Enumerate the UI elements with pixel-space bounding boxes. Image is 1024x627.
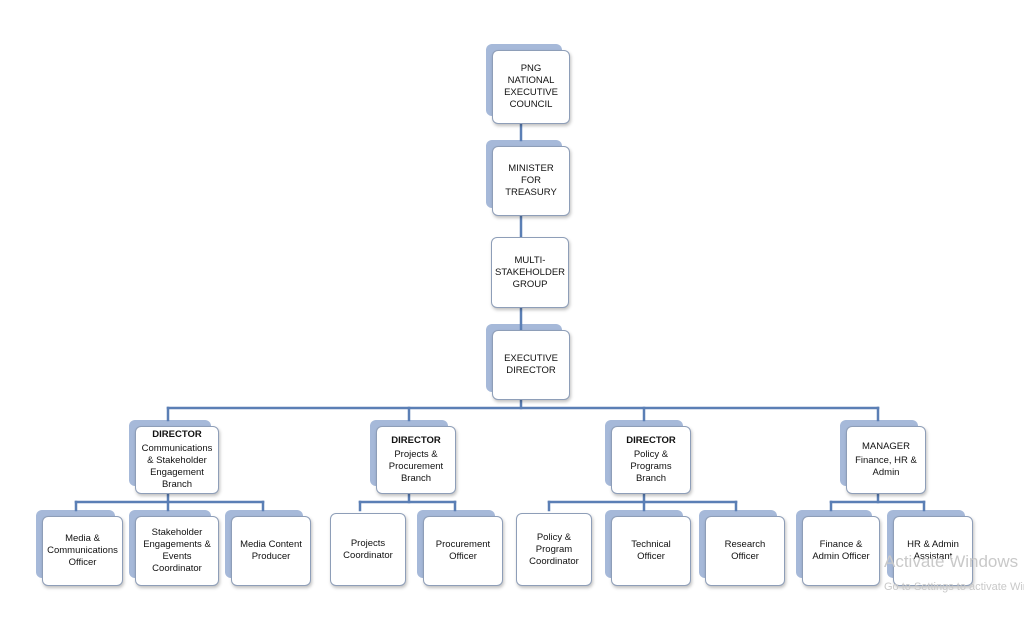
node-executive-director: EXECUTIVE DIRECTOR	[486, 324, 570, 400]
node-minister: MINISTER FOR TREASURY	[486, 140, 570, 216]
node-stakeholder-engagements-coordinator: Stakeholder Engagements & Events Coordin…	[129, 510, 219, 586]
activate-windows-subtext: Go to Settings to activate Windows.	[884, 581, 1024, 593]
activate-windows-watermark: Activate Windows	[884, 552, 1019, 571]
node-manager-finance: MANAGER Finance, HR & Admin	[840, 420, 926, 494]
node-research-officer: Research Officer	[699, 510, 785, 586]
node-multi-stakeholder-group: MULTI-STAKEHOLDER GROUP	[491, 237, 569, 308]
node-media-content-producer: Media Content Producer	[225, 510, 311, 586]
node-technical-officer: Technical Officer	[605, 510, 691, 586]
node-director-policy: DIRECTOR Policy & Programs Branch	[605, 420, 691, 494]
node-director-communications: DIRECTOR Communications & Stakeholder En…	[129, 420, 219, 494]
node-director-projects: DIRECTOR Projects & Procurement Branch	[370, 420, 456, 494]
node-media-communications-officer: Media & Communications Officer	[36, 510, 123, 586]
node-hr-admin-assistant: HR & Admin Assistant	[887, 510, 973, 586]
node-finance-admin-officer: Finance & Admin Officer	[796, 510, 880, 586]
node-council: PNG NATIONAL EXECUTIVE COUNCIL	[486, 44, 570, 124]
node-procurement-officer: Procurement Officer	[417, 510, 503, 586]
node-projects-coordinator: Projects Coordinator	[330, 513, 406, 586]
node-policy-program-coordinator: Policy & Program Coordinator	[516, 513, 592, 586]
